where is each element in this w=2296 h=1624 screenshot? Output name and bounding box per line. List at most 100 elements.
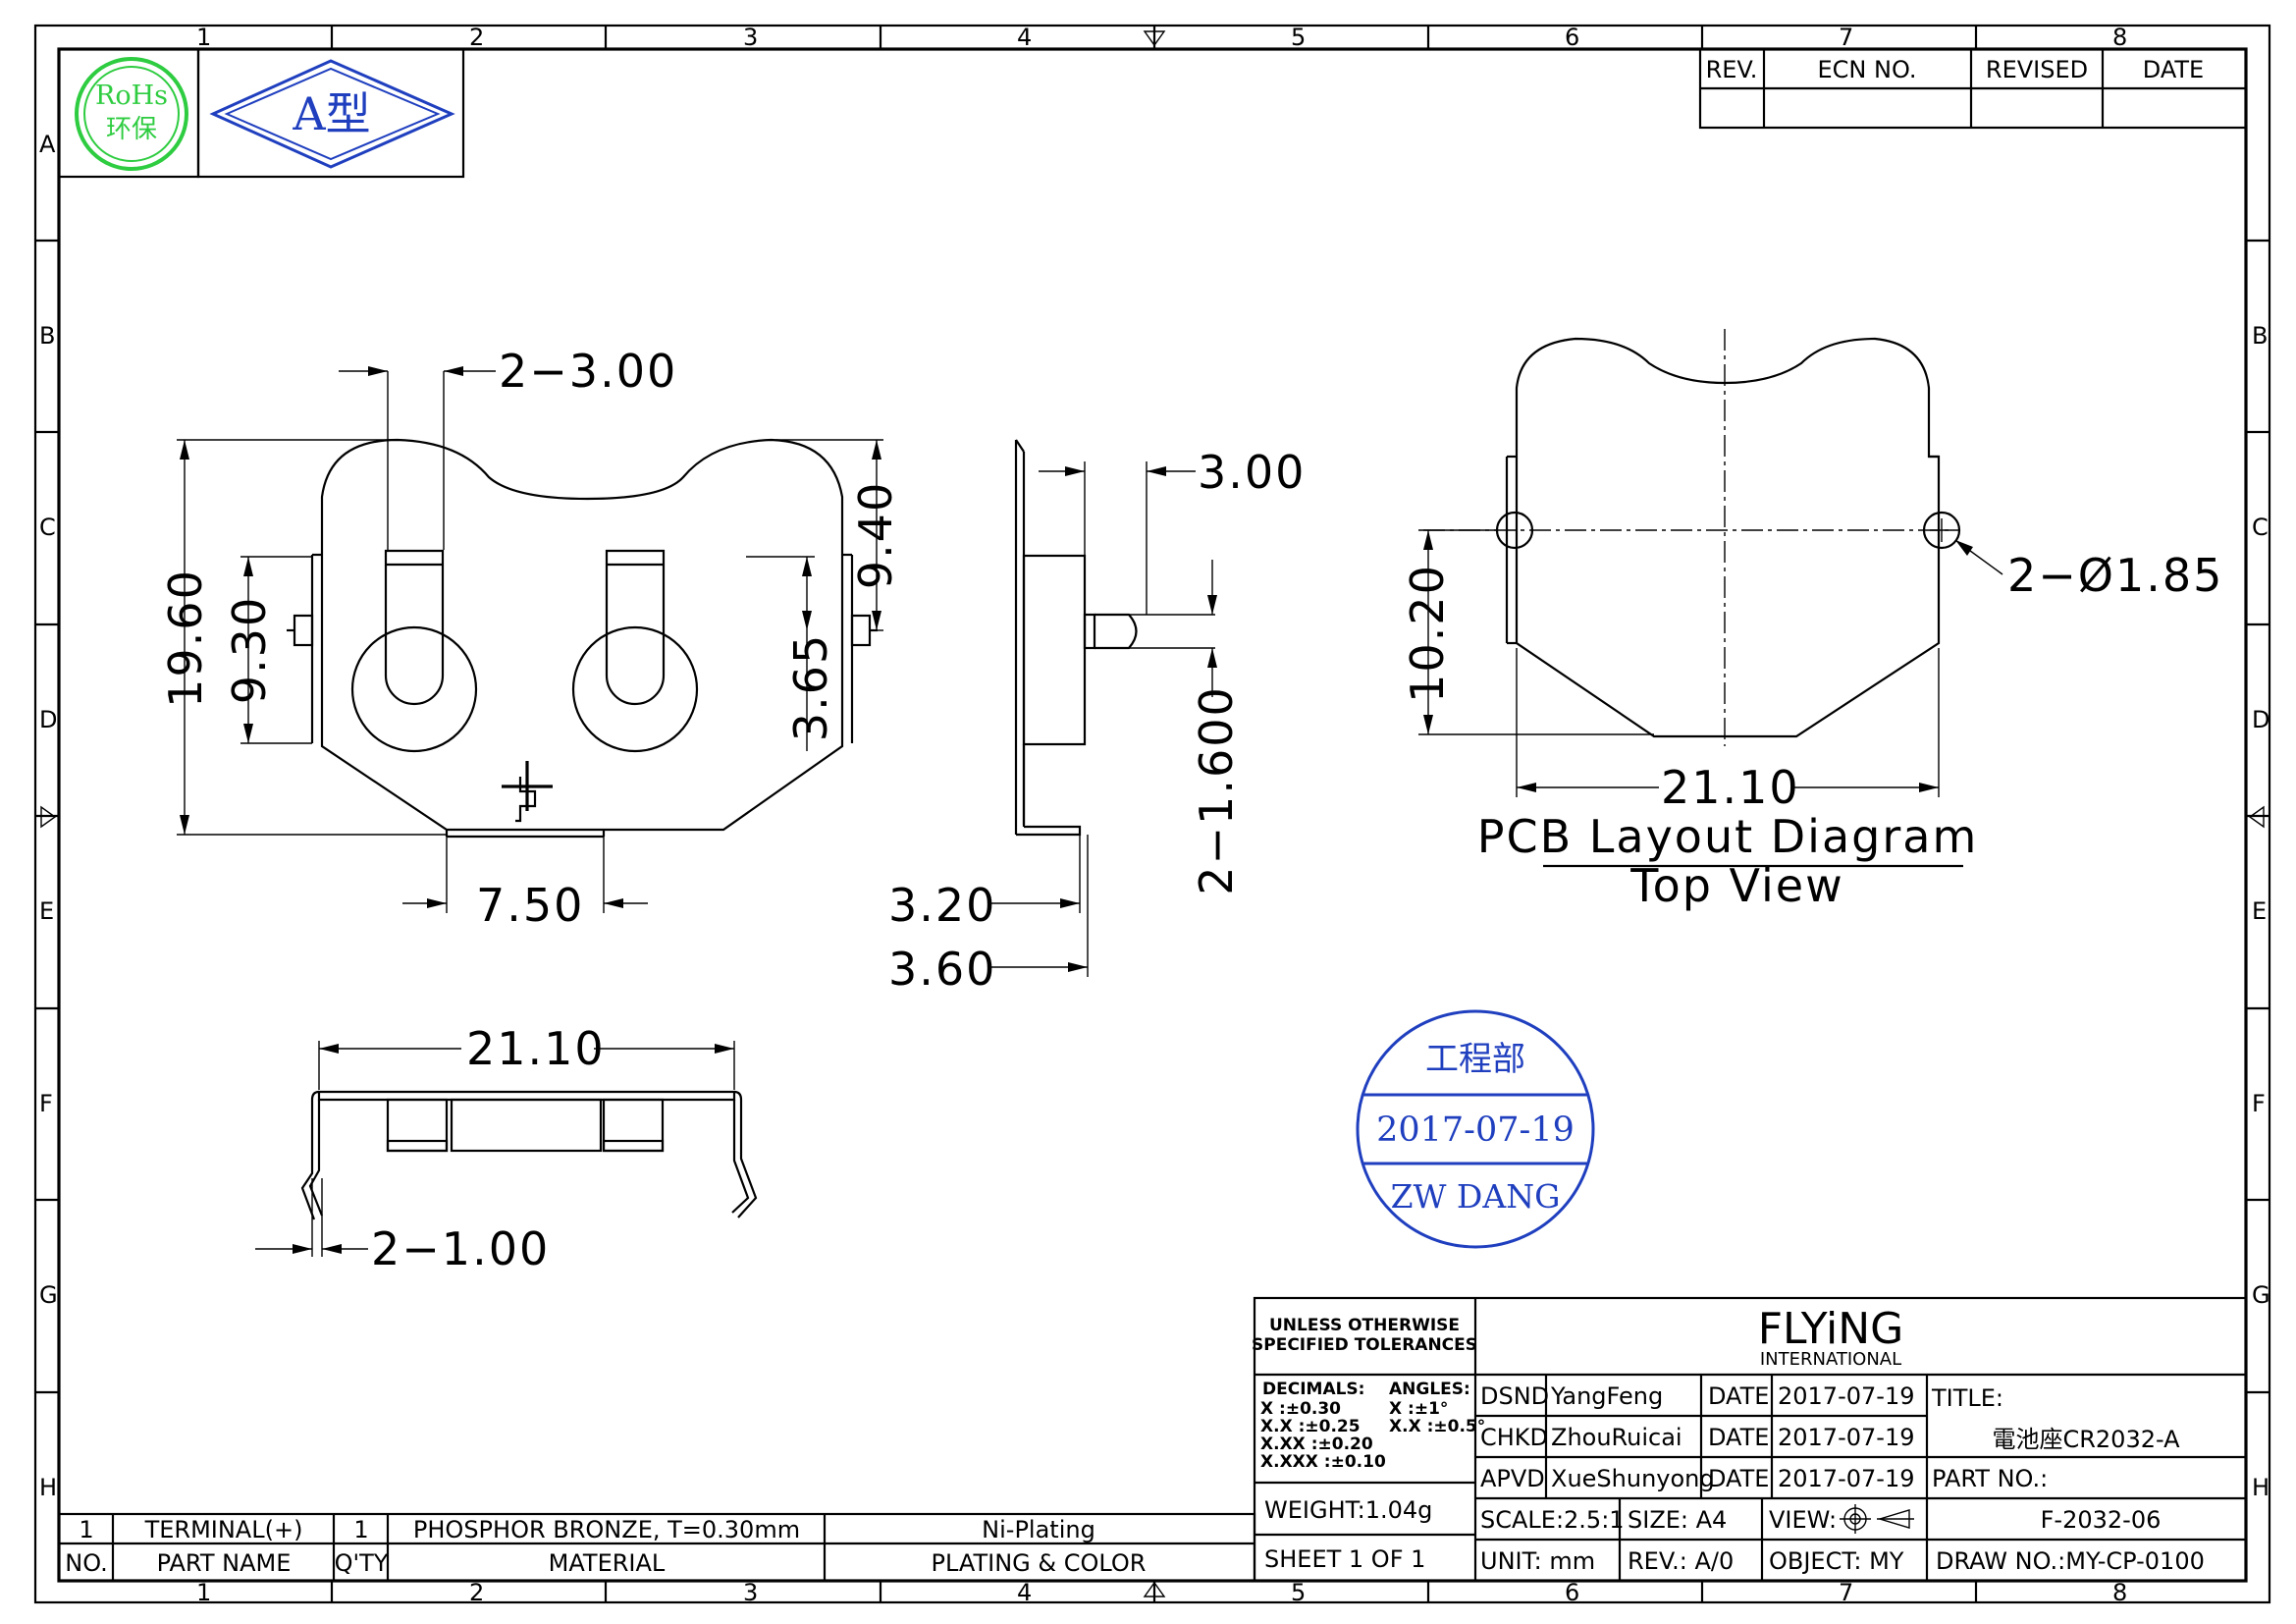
col-label: 1	[196, 24, 211, 51]
row-label: D	[39, 706, 57, 733]
col-label: 5	[1291, 1579, 1306, 1606]
tol-xxxx: X.XXX :±0.10	[1260, 1452, 1386, 1472]
row-label: B	[2252, 322, 2268, 350]
angles-label: ANGLES:	[1389, 1380, 1470, 1399]
row-label: F	[2252, 1090, 2266, 1117]
front-view: 2−3.00 19.60 9.30 9.40 3.65	[159, 345, 902, 932]
dim-side-3-20: 3.20	[888, 879, 996, 932]
chkd-date-label: DATE	[1708, 1424, 1769, 1451]
row-label: D	[2252, 706, 2269, 733]
ang-x: X :±1°	[1389, 1399, 1448, 1419]
dim-front-right-low: 3.65	[784, 633, 837, 741]
col-label: 6	[1565, 24, 1579, 51]
col-label: 8	[2112, 1579, 2127, 1606]
bom-head-no: NO.	[65, 1549, 108, 1577]
pcb-view-subtitle: Top View	[1629, 859, 1843, 912]
col-label: 3	[743, 24, 758, 51]
rohs-badge: RoHs 环保	[75, 57, 188, 171]
bom-row-material: PHOSPHOR BRONZE, T=0.30mm	[413, 1516, 800, 1543]
apvd-date: 2017-07-19	[1778, 1465, 1914, 1492]
sheet-count: SHEET 1 OF 1	[1264, 1545, 1425, 1573]
row-label: G	[39, 1281, 58, 1309]
decimals-label: DECIMALS:	[1262, 1380, 1364, 1399]
dim-side-pin: 2−1.600	[1190, 685, 1243, 895]
row-label: C	[2252, 514, 2269, 541]
revision: REV.: A/0	[1628, 1547, 1734, 1575]
tolerance-title-2: SPECIFIED TOLERANCES	[1252, 1335, 1477, 1355]
dim-front-top: 2−3.00	[499, 345, 677, 398]
col-label: 8	[2112, 24, 2127, 51]
dim-side-3-60: 3.60	[888, 943, 996, 996]
part-no-label: PART NO.:	[1932, 1465, 2048, 1492]
weight: WEIGHT:1.04g	[1264, 1496, 1432, 1524]
tol-xxx: X.XX :±0.20	[1260, 1435, 1373, 1454]
paper-size: SIZE: A4	[1628, 1506, 1727, 1534]
stamp-dept: 工程部	[1425, 1040, 1525, 1079]
row-label: E	[39, 897, 54, 925]
dim-front-bottom: 7.50	[476, 879, 584, 932]
apvd-label: APVD	[1480, 1465, 1545, 1492]
dim-pcb-hole: 2−Ø1.85	[2007, 549, 2223, 602]
revision-table: REV. ECN NO. REVISED DATE	[1698, 47, 2248, 130]
engineering-stamp: 工程部 2017-07-19 ZW DANG	[1356, 1009, 1595, 1249]
dim-bottom-lead: 2−1.00	[371, 1222, 550, 1275]
apvd-name: XueShunyong	[1551, 1465, 1715, 1492]
rohs-eco-label: 环保	[106, 115, 157, 144]
pcb-layout-view: 2−Ø1.85 10.20 21.10 PCB Layout Diagram T…	[1401, 329, 2223, 912]
col-label: 7	[1839, 1579, 1853, 1606]
type-badge: A型	[209, 59, 455, 169]
row-label: F	[39, 1090, 53, 1117]
col-label: 5	[1291, 24, 1306, 51]
revised-header: REVISED	[1986, 56, 2088, 83]
dim-side-top: 3.00	[1198, 446, 1306, 499]
part-no-value: F-2032-06	[2041, 1506, 2162, 1534]
tol-xx: X.X :±0.25	[1260, 1417, 1361, 1436]
dim-front-right-top: 9.40	[849, 481, 902, 589]
chkd-date: 2017-07-19	[1778, 1424, 1914, 1451]
rohs-label: RoHs	[95, 81, 168, 111]
col-label: 3	[743, 1579, 758, 1606]
dim-pcb-width: 21.10	[1661, 761, 1800, 814]
title-block: UNLESS OTHERWISE SPECIFIED TOLERANCES DE…	[1252, 1296, 2248, 1583]
row-label: E	[2252, 897, 2267, 925]
apvd-date-label: DATE	[1708, 1465, 1769, 1492]
bottom-view: 21.10 2−1.00	[255, 1022, 758, 1275]
chkd-label: CHKD	[1480, 1424, 1548, 1451]
view-label: VIEW:	[1769, 1506, 1837, 1534]
type-label: A型	[292, 87, 370, 140]
col-label: 2	[469, 24, 484, 51]
pcb-view-title: PCB Layout Diagram	[1477, 810, 1979, 863]
row-label: C	[39, 514, 56, 541]
bom-head-qty: Q'TY	[335, 1549, 389, 1577]
tolerance-title-1: UNLESS OTHERWISE	[1269, 1316, 1460, 1335]
row-label: H	[2252, 1474, 2269, 1501]
logo-panel: RoHs 环保 A型	[57, 47, 465, 179]
projection-icon	[1840, 1504, 1914, 1534]
dim-front-height: 19.60	[159, 568, 212, 708]
bom-row-no: 1	[79, 1516, 93, 1543]
bom-head-plating: PLATING & COLOR	[932, 1549, 1147, 1577]
col-label: 6	[1565, 1579, 1579, 1606]
bom-row-qty: 1	[353, 1516, 368, 1543]
dsnd-name: YangFeng	[1550, 1382, 1663, 1410]
tol-x: X :±0.30	[1260, 1399, 1341, 1419]
bom-row-plating: Ni-Plating	[982, 1516, 1095, 1543]
object: OBJECT: MY	[1769, 1547, 1904, 1575]
ang-xx: X.X :±0.5°	[1389, 1417, 1485, 1436]
col-label: 1	[196, 1579, 211, 1606]
dim-pcb-height: 10.20	[1401, 564, 1454, 703]
dim-bottom-width: 21.10	[466, 1022, 606, 1075]
title-value: 電池座CR2032-A	[1992, 1426, 2180, 1453]
bom-head-name: PART NAME	[157, 1549, 292, 1577]
unit: UNIT: mm	[1480, 1547, 1595, 1575]
title-label: TITLE:	[1931, 1384, 2003, 1412]
drawing-number: DRAW NO.:MY-CP-0100	[1936, 1547, 2205, 1575]
rev-header: REV.	[1706, 56, 1758, 83]
row-label: H	[39, 1474, 57, 1501]
bom-row-name: TERMINAL(+)	[144, 1516, 303, 1543]
company-logo: FLYiNG	[1758, 1304, 1904, 1354]
col-label: 4	[1017, 1579, 1032, 1606]
ecn-header: ECN NO.	[1817, 56, 1916, 83]
dsnd-date-label: DATE	[1708, 1382, 1769, 1410]
